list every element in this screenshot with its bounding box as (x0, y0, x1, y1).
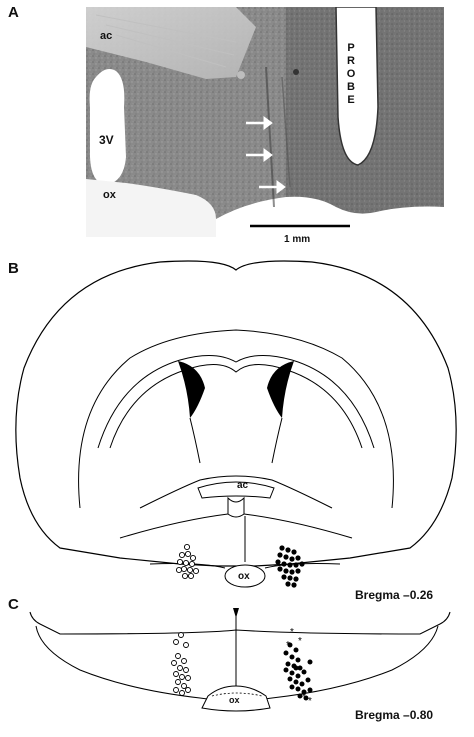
filled-placement-marker (293, 679, 299, 685)
filled-placement-marker (305, 677, 311, 683)
open-placement-marker (189, 554, 197, 562)
label-ox-a: ox (103, 189, 116, 201)
open-placement-marker (173, 671, 179, 677)
filled-placement-marker (275, 559, 281, 565)
probe-label: PROBE (346, 42, 356, 106)
open-placement-marker (178, 632, 184, 638)
filled-placement-marker (291, 582, 297, 588)
label-3v: 3V (99, 133, 114, 147)
filled-placement-marker (307, 659, 313, 665)
open-placement-marker (183, 543, 191, 551)
open-placement-marker (183, 667, 189, 673)
open-placement-marker (178, 551, 186, 559)
label-ac-b: ac (237, 480, 249, 491)
filled-placement-marker (277, 566, 283, 572)
filled-placement-marker (289, 684, 295, 690)
filled-placement-marker (299, 681, 305, 687)
star-placement-marker: * (290, 627, 294, 638)
filled-placement-marker (283, 667, 289, 673)
filled-placement-marker (283, 554, 289, 560)
filled-placement-marker (303, 695, 309, 701)
open-placement-marker (188, 560, 196, 568)
open-placement-marker (184, 550, 192, 558)
star-placement-marker: * (308, 696, 312, 707)
filled-placement-marker (293, 665, 299, 671)
open-placement-marker (177, 665, 183, 671)
filled-placement-marker (293, 576, 299, 582)
open-placement-marker (175, 653, 181, 659)
open-placement-marker (180, 565, 188, 573)
star-placement-marker: * (298, 636, 302, 647)
filled-placement-marker (301, 689, 307, 695)
arrow-icon (246, 116, 286, 194)
filled-placement-marker (297, 693, 303, 699)
coronal-section-b (15, 260, 457, 588)
filled-placement-marker (295, 657, 301, 663)
filled-placement-marker (289, 670, 295, 676)
filled-placement-marker (285, 661, 291, 667)
filled-placement-marker (307, 687, 313, 693)
panel-a-letter: A (8, 4, 19, 21)
open-placement-marker (179, 690, 185, 696)
open-placement-marker (186, 566, 194, 574)
filled-placement-marker (287, 562, 293, 568)
filled-placement-marker (285, 581, 291, 587)
filled-placement-marker (295, 673, 301, 679)
filled-placement-marker (277, 552, 283, 558)
open-placement-marker (179, 674, 185, 680)
filled-placement-marker (291, 549, 297, 555)
open-placement-marker (192, 567, 200, 575)
open-placement-marker (171, 660, 177, 666)
micrograph-panel-a (86, 7, 444, 237)
open-placement-marker (181, 683, 187, 689)
open-placement-marker (185, 675, 191, 681)
filled-placement-marker (281, 561, 287, 567)
open-placement-marker (181, 572, 189, 580)
open-placement-marker (176, 558, 184, 566)
panel-c-letter: C (8, 596, 19, 613)
open-placement-marker (181, 658, 187, 664)
label-ox-c: ox (229, 695, 240, 705)
filled-placement-marker (295, 686, 301, 692)
filled-placement-marker (289, 569, 295, 575)
open-placement-marker (173, 687, 179, 693)
panel-b-letter: B (8, 260, 19, 277)
coronal-section-c: ***** (29, 608, 451, 712)
filled-placement-marker (287, 642, 293, 648)
label-ox-b: ox (238, 571, 250, 582)
star-placement-marker: * (302, 692, 306, 703)
filled-placement-marker (287, 676, 293, 682)
filled-placement-marker (295, 555, 301, 561)
open-placement-marker (185, 687, 191, 693)
filled-placement-marker (299, 561, 305, 567)
star-placement-marker: * (286, 640, 290, 651)
open-placement-marker (187, 572, 195, 580)
bregma-label-c: Bregma –0.80 (355, 708, 434, 722)
filled-placement-marker (295, 568, 301, 574)
scale-bar-label: 1 mm (284, 234, 311, 245)
micrograph-image (86, 7, 444, 237)
filled-placement-marker (279, 545, 285, 551)
open-placement-marker (173, 639, 179, 645)
filled-placement-marker (289, 556, 295, 562)
filled-placement-marker (301, 669, 307, 675)
filled-placement-marker (293, 562, 299, 568)
open-placement-marker (182, 559, 190, 567)
label-ac-a: ac (100, 30, 113, 42)
filled-placement-marker (293, 647, 299, 653)
filled-placement-marker (287, 575, 293, 581)
filled-placement-marker (297, 665, 303, 671)
open-placement-marker (183, 642, 189, 648)
bregma-label-b: Bregma –0.26 (355, 588, 434, 602)
filled-placement-marker (283, 650, 289, 656)
filled-placement-marker (285, 547, 291, 553)
filled-placement-marker (283, 568, 289, 574)
open-placement-marker (175, 679, 181, 685)
filled-placement-marker (289, 654, 295, 660)
open-placement-marker (175, 566, 183, 574)
filled-placement-marker (281, 574, 287, 580)
